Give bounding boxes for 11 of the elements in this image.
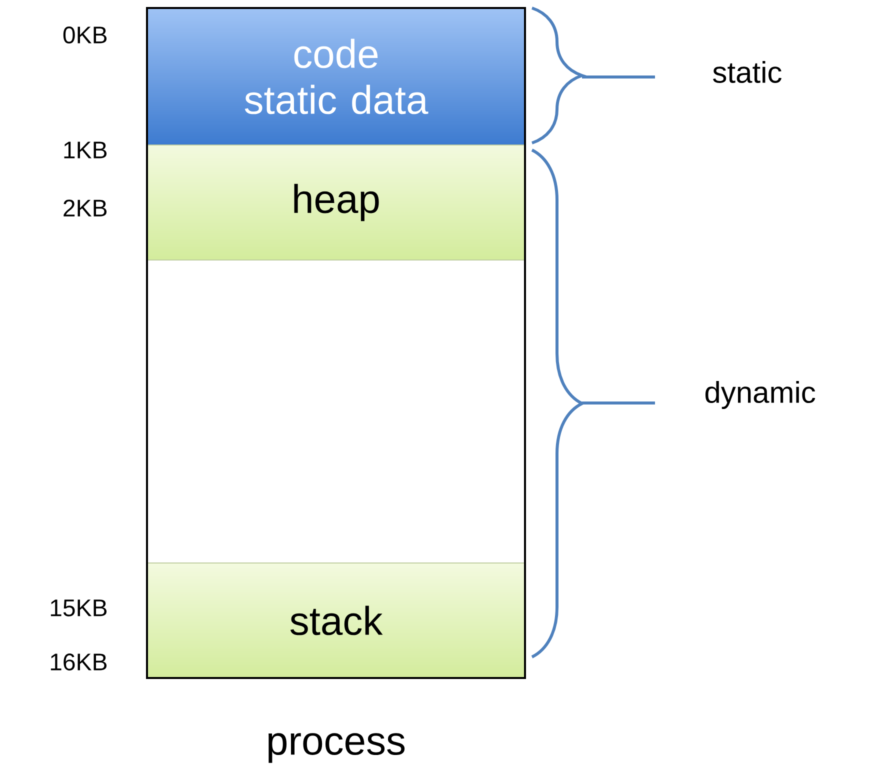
segment-label: dynamic xyxy=(705,381,816,409)
address-label: 15KB xyxy=(50,600,107,616)
address-label: 2KB xyxy=(64,200,107,216)
address-label: 0KB xyxy=(63,26,107,44)
memory-segment: heap xyxy=(146,144,526,260)
segment-label: static xyxy=(713,60,782,84)
node-label: process xyxy=(268,733,405,763)
memory-segment: stack xyxy=(146,562,526,678)
memory-segment: code static data xyxy=(146,8,526,146)
address-label: 16KB xyxy=(50,654,107,670)
address-label: 1KB xyxy=(64,142,107,158)
